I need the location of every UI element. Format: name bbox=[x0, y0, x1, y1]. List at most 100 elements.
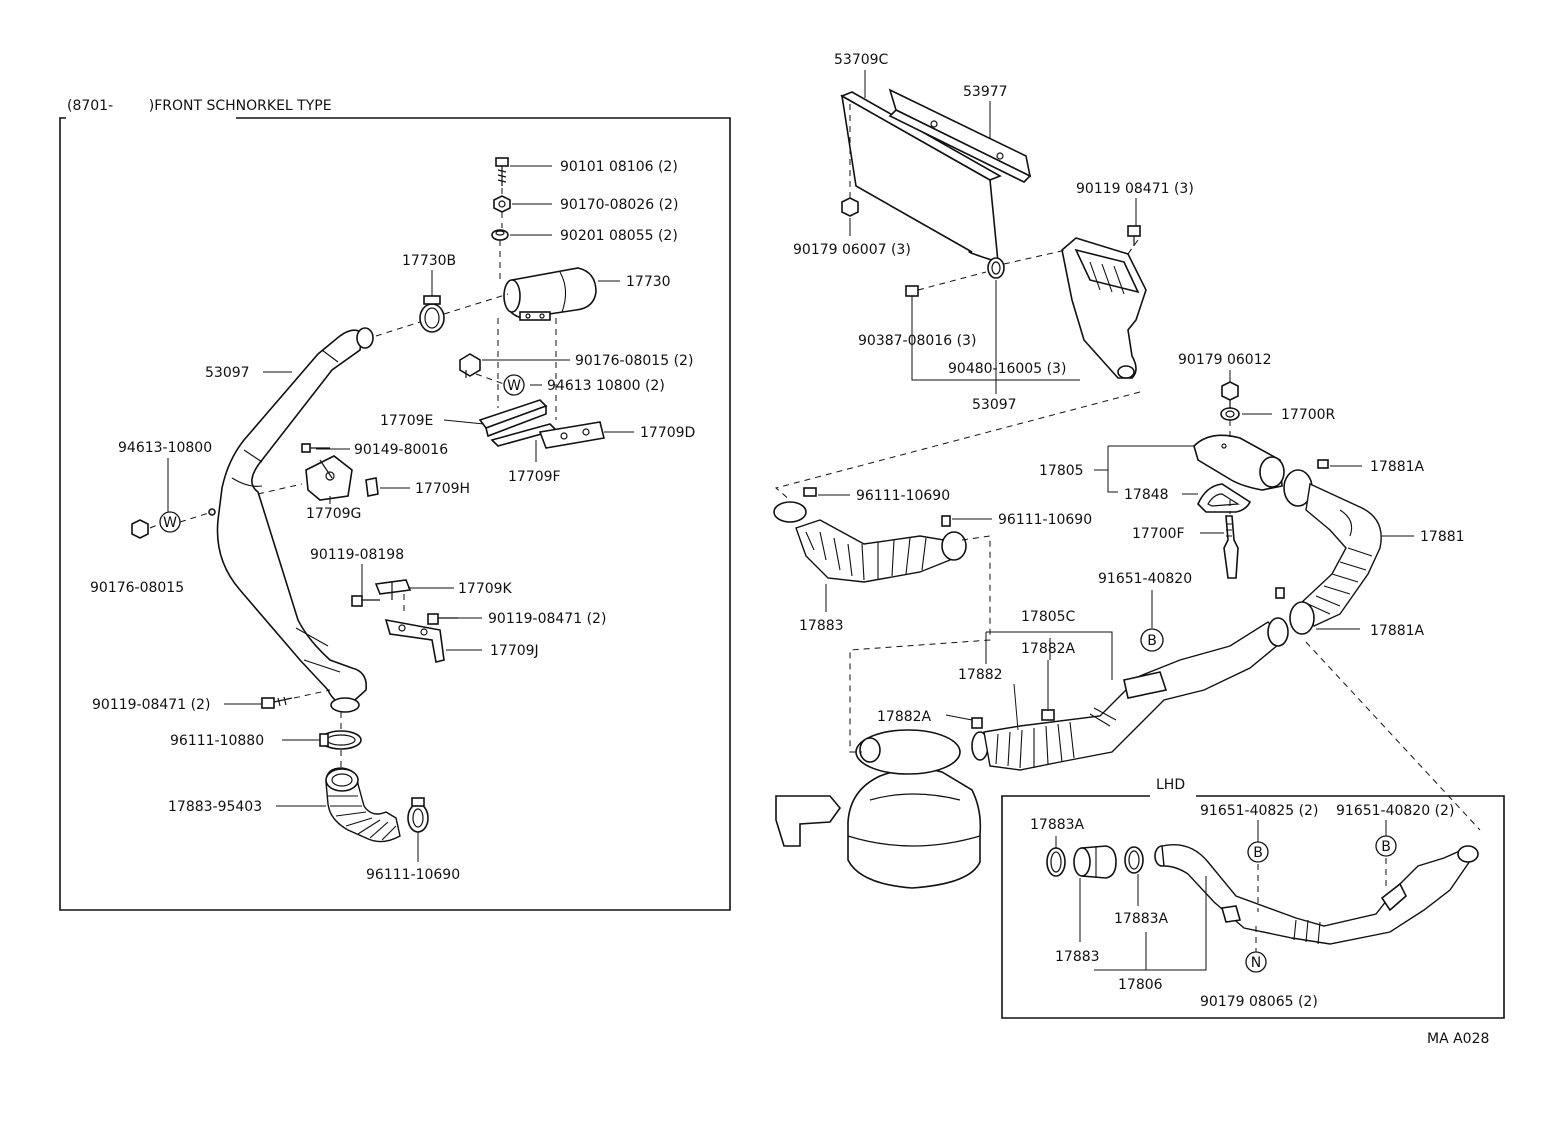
left-panel-frame bbox=[59, 117, 731, 911]
lhd-frame bbox=[1001, 795, 1505, 1019]
b-marker-lhd-1: B bbox=[1247, 841, 1269, 863]
inlet-head-53097 bbox=[1061, 237, 1147, 379]
label-91651-40820-2: 91651-40820 (2) bbox=[1336, 803, 1454, 819]
w-marker-upper: W bbox=[503, 374, 525, 396]
label-53709C: 53709C bbox=[834, 52, 889, 68]
label-17881: 17881 bbox=[1420, 529, 1465, 545]
label-17805: 17805 bbox=[1039, 463, 1084, 479]
cap-17805 bbox=[1193, 434, 1285, 491]
label-90119-08471-a: 90119-08471 (2) bbox=[488, 611, 606, 627]
snorkel-pipe bbox=[208, 327, 374, 713]
left-panel: (8701- )FRONT SCHNORKEL TYPE bbox=[59, 98, 731, 911]
label-17730: 17730 bbox=[626, 274, 671, 290]
label-53977: 53977 bbox=[963, 84, 1008, 100]
label-90149-80016: 90149-80016 bbox=[354, 442, 448, 458]
plate-17709H bbox=[365, 477, 379, 497]
lhd-label: LHD bbox=[1156, 777, 1185, 793]
label-17805C: 17805C bbox=[1021, 609, 1076, 625]
label-17882A-top: 17882A bbox=[1021, 641, 1076, 657]
air-cleaner bbox=[775, 729, 982, 889]
label-17709H: 17709H bbox=[415, 481, 470, 497]
nut-90176-a bbox=[459, 353, 481, 378]
hose-17883 bbox=[773, 487, 967, 583]
clamp-96111-10690-a bbox=[407, 797, 429, 833]
rail-53977 bbox=[888, 88, 1032, 183]
right-side: B 53709C 53977 90119 08471 (3) 90179 060… bbox=[773, 52, 1505, 1047]
label-17709K: 17709K bbox=[458, 581, 513, 597]
label-90179-08065: 90179 08065 (2) bbox=[1200, 994, 1318, 1010]
label-17709D: 17709D bbox=[640, 425, 695, 441]
nut-90176-b bbox=[131, 519, 149, 539]
label-17709J: 17709J bbox=[490, 643, 539, 659]
label-96111-10880: 96111-10880 bbox=[170, 733, 264, 749]
label-94613-10800-a: 94613 10800 (2) bbox=[547, 378, 665, 394]
label-17730B: 17730B bbox=[402, 253, 456, 269]
bracket-17709G bbox=[305, 455, 353, 501]
label-90101-08106: 90101 08106 (2) bbox=[560, 159, 678, 175]
label-90170-08026: 90170-08026 (2) bbox=[560, 197, 678, 213]
bolt-90119-08471-a bbox=[427, 613, 458, 625]
b-marker-lhd-2: B bbox=[1375, 835, 1397, 857]
label-90179-06012: 90179 06012 bbox=[1178, 352, 1272, 368]
label-96111-10690-a: 96111-10690 bbox=[366, 867, 460, 883]
label-53097-right: 53097 bbox=[972, 397, 1017, 413]
tube-17882 bbox=[971, 617, 1289, 771]
label-96111-10690-c: 96111-10690 bbox=[998, 512, 1092, 528]
label-17709G: 17709G bbox=[306, 506, 361, 522]
bolt-90119-08471-c bbox=[1127, 225, 1141, 246]
nut-90179-06007 bbox=[841, 197, 859, 217]
stud-17700F bbox=[1223, 515, 1239, 579]
washer-90201 bbox=[491, 229, 509, 241]
grommet-90480 bbox=[987, 257, 1005, 279]
label-17883A-left: 17883A bbox=[1030, 817, 1085, 833]
label-90176-08015-a: 90176-08015 (2) bbox=[575, 353, 693, 369]
b-marker-lhd-2-label: B bbox=[1381, 839, 1391, 855]
hose-17881 bbox=[1275, 459, 1382, 635]
n-marker-lhd-label: N bbox=[1251, 955, 1261, 971]
bolt-90119-08471-b bbox=[261, 696, 293, 709]
label-53097-left: 53097 bbox=[205, 365, 250, 381]
n-marker-lhd: N bbox=[1245, 951, 1267, 973]
bolt-90101 bbox=[495, 157, 509, 186]
label-17883A-mid: 17883A bbox=[1114, 911, 1169, 927]
bolt-90179-06012 bbox=[1221, 381, 1239, 408]
left-leaders bbox=[167, 165, 634, 862]
right-labels: 53709C 53977 90119 08471 (3) 90179 06007… bbox=[793, 52, 1465, 725]
label-90119-08198: 90119-08198 bbox=[310, 547, 404, 563]
label-17882: 17882 bbox=[958, 667, 1003, 683]
label-17883-lhd: 17883 bbox=[1055, 949, 1100, 965]
label-91651-40825: 91651-40825 (2) bbox=[1200, 803, 1318, 819]
label-17848: 17848 bbox=[1124, 487, 1169, 503]
label-17883-95403: 17883-95403 bbox=[168, 799, 262, 815]
spacer-90387 bbox=[905, 285, 919, 297]
hose-17883-95403 bbox=[325, 767, 401, 843]
bracket-17709E bbox=[478, 399, 548, 438]
label-90387-08016: 90387-08016 (3) bbox=[858, 333, 976, 349]
label-90176-08015-b: 90176-08015 bbox=[90, 580, 184, 596]
pipe-17806 bbox=[1154, 844, 1479, 945]
label-17881A-top: 17881A bbox=[1370, 459, 1425, 475]
label-96111-10690-b: 96111-10690 bbox=[856, 488, 950, 504]
panel-53709C bbox=[840, 91, 1002, 264]
figure-code: MA A028 bbox=[1427, 1031, 1489, 1047]
label-17881A-bottom: 17881A bbox=[1370, 623, 1425, 639]
bracket-17709K bbox=[374, 579, 412, 600]
right-leaders bbox=[818, 70, 1414, 731]
label-17700R: 17700R bbox=[1281, 407, 1336, 423]
label-90179-06007: 90179 06007 (3) bbox=[793, 242, 911, 258]
gasket-17848 bbox=[1197, 483, 1252, 513]
label-17700F: 17700F bbox=[1132, 526, 1185, 542]
label-94613-10800-b: 94613-10800 bbox=[118, 440, 212, 456]
label-17709F: 17709F bbox=[508, 469, 561, 485]
bolt-90149 bbox=[301, 443, 330, 453]
clamp-17730B bbox=[419, 295, 445, 333]
w-marker-left-label: W bbox=[163, 515, 177, 531]
valve-17700R bbox=[1220, 407, 1240, 421]
bracket-17709D bbox=[538, 421, 605, 449]
cap-17730 bbox=[503, 267, 597, 321]
w-marker-left: W bbox=[159, 511, 181, 533]
ring-17883A-mid bbox=[1124, 846, 1144, 874]
lhd-inset: LHD bbox=[1001, 777, 1505, 1019]
ring-17883A-left bbox=[1046, 847, 1066, 877]
